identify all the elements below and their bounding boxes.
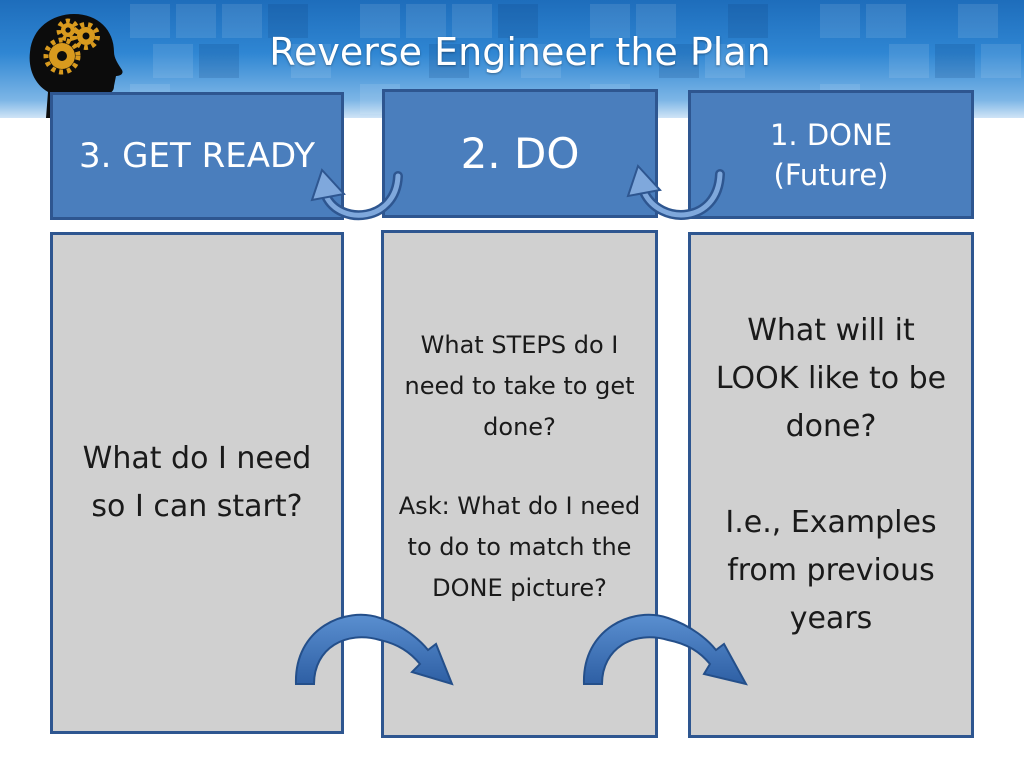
do-ask: Ask: What do I need to do to match the D… [398, 492, 641, 602]
header-done-line1: 1. DONE [769, 117, 893, 152]
header-done: 1. DONE (Future) [688, 90, 974, 219]
slide-title: Reverse Engineer the Plan [269, 30, 771, 74]
content-do: What STEPS do I need to take to get done… [381, 230, 658, 738]
done-question: What will it LOOK like to be done? [715, 313, 947, 444]
do-question: What STEPS do I need to take to get done… [404, 331, 635, 441]
content-get-ready: What do I need so I can start? [50, 232, 344, 734]
content-done: What will it LOOK like to be done? I.e.,… [688, 232, 974, 738]
header-done-line2: (Future) [773, 157, 889, 192]
title-banner: Reverse Engineer the Plan [0, 0, 1024, 118]
header-get-ready: 3. GET READY [50, 92, 344, 220]
header-do: 2. DO [382, 89, 658, 218]
get-ready-question: What do I need so I can start? [82, 441, 312, 524]
done-examples: I.e., Examples from previous years [725, 505, 937, 636]
